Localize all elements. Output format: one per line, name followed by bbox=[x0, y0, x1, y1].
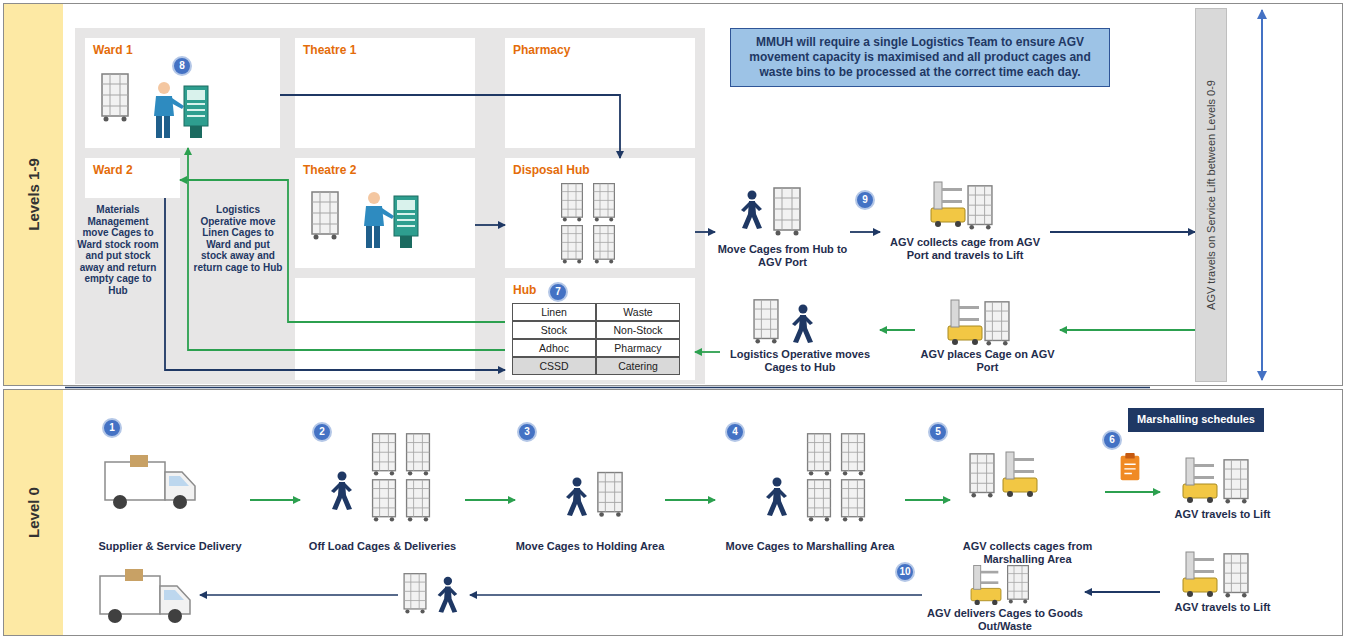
annotation: Logistics Operative move Linen Cages to … bbox=[193, 204, 283, 273]
band-label: Level 0 bbox=[24, 487, 41, 538]
step-caption: Move Cages from Hub to AGV Port bbox=[715, 243, 850, 269]
process-step: AGV delivers Cages to Goods Out/Waste bbox=[925, 562, 1085, 635]
process-step: AGV travels to Lift bbox=[1160, 452, 1285, 523]
process-step: AGV travels to Lift bbox=[1160, 545, 1285, 616]
table-cell: CSSD bbox=[512, 357, 596, 375]
process-step: AGV collects cages from Marshalling Area bbox=[950, 440, 1105, 568]
schedule-label: Marshalling schedules bbox=[1128, 408, 1264, 430]
step-caption: AGV collects cage from AGV Port and trav… bbox=[880, 236, 1050, 262]
process-step: Move Cages to Holding Area bbox=[515, 445, 665, 555]
room-name: Ward 2 bbox=[93, 163, 133, 177]
room-box: Pharmacy bbox=[505, 38, 695, 148]
step-caption: Move Cages to Marshalling Area bbox=[715, 540, 905, 553]
process-step: Supplier & Service Delivery bbox=[90, 445, 250, 555]
room-name: Ward 1 bbox=[93, 43, 133, 57]
table-cell: Waste bbox=[596, 303, 680, 321]
step-caption: Logistics Operative moves Cages to Hub bbox=[720, 348, 880, 374]
table-cell: Adhoc bbox=[512, 339, 596, 357]
process-step: Move Cages to Marshalling Area bbox=[715, 428, 905, 555]
room-box: Ward 1 bbox=[85, 38, 280, 148]
room-name: Hub bbox=[513, 283, 536, 297]
room-box: Ward 2 bbox=[85, 158, 180, 198]
step-caption: Off Load Cages & Deliveries bbox=[300, 540, 465, 553]
step-caption: AGV collects cages from Marshalling Area bbox=[950, 540, 1105, 566]
callout-number: 10 bbox=[895, 562, 915, 582]
room-box: Theatre 1 bbox=[295, 38, 475, 148]
process-step: Off Load Cages & Deliveries bbox=[300, 428, 465, 555]
room-name: Theatre 2 bbox=[303, 163, 356, 177]
step-caption: AGV delivers Cages to Goods Out/Waste bbox=[925, 607, 1085, 633]
note-text: MMUH will require a single Logistics Tea… bbox=[731, 29, 1109, 86]
callout-number: 1 bbox=[102, 418, 122, 438]
lift-label: AGV travels on Service Lift between Leve… bbox=[1205, 80, 1217, 310]
table-cell: Pharmacy bbox=[596, 339, 680, 357]
step-caption: AGV travels to Lift bbox=[1160, 508, 1285, 521]
room-box: Theatre 2 bbox=[295, 158, 475, 268]
callout-number: 4 bbox=[725, 422, 745, 442]
process-step: AGV collects cage from AGV Port and trav… bbox=[880, 170, 1050, 264]
room-name: Pharmacy bbox=[513, 43, 570, 57]
process-step: Logistics Operative moves Cages to Hub bbox=[720, 292, 880, 376]
callout-number: 2 bbox=[312, 422, 332, 442]
process-step: Move Cages from Hub to AGV Port bbox=[715, 175, 850, 271]
step-caption: AGV travels to Lift bbox=[1160, 601, 1285, 614]
table-cell: Stock bbox=[512, 321, 596, 339]
schedule-box: Marshalling schedules bbox=[1128, 408, 1264, 432]
step-caption: Move Cages to Holding Area bbox=[515, 540, 665, 553]
callout-number: 6 bbox=[1102, 430, 1122, 450]
annotation: Materials Management move Cages to Ward … bbox=[76, 204, 160, 296]
table-cell: Catering bbox=[596, 357, 680, 375]
callout-number: 9 bbox=[855, 190, 875, 210]
band-label: Levels 1-9 bbox=[24, 158, 41, 231]
room-name: Theatre 1 bbox=[303, 43, 356, 57]
room-name: Disposal Hub bbox=[513, 163, 590, 177]
level-band: Level 0 Marshalling schedulesSupplier & S… bbox=[3, 389, 1343, 636]
note-box: MMUH will require a single Logistics Tea… bbox=[730, 28, 1110, 87]
callout-number: 8 bbox=[172, 56, 192, 76]
process-step: AGV places Cage on AGV Port bbox=[915, 292, 1060, 376]
callout-number: 5 bbox=[928, 422, 948, 442]
step-caption: AGV places Cage on AGV Port bbox=[915, 348, 1060, 374]
table-cell: Non-Stock bbox=[596, 321, 680, 339]
service-lift: AGV travels on Service Lift between Leve… bbox=[1195, 8, 1227, 382]
table-cell: Linen bbox=[512, 303, 596, 321]
room-box: Disposal Hub bbox=[505, 158, 695, 268]
callout-number: 3 bbox=[517, 422, 537, 442]
callout-number: 7 bbox=[548, 282, 568, 302]
step-caption: Supplier & Service Delivery bbox=[90, 540, 250, 553]
